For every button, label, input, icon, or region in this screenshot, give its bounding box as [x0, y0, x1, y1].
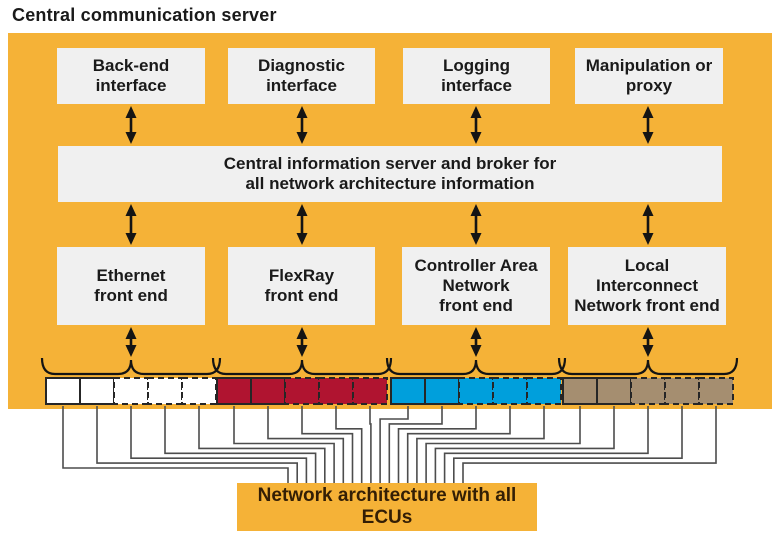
box-central-information-server: Central information server and broker fo…	[58, 146, 722, 202]
harness-line	[462, 406, 717, 483]
box-can-front-end: Controller Area Network front end	[402, 247, 550, 325]
harness-line	[164, 406, 317, 483]
harness-line	[406, 406, 511, 483]
box-network-architecture-ecus: Network architecture with all ECUs	[237, 483, 537, 531]
box-lin-front-end: Local Interconnect Network front end	[568, 247, 726, 325]
harness-line	[233, 406, 335, 483]
box-diagnostic-interface: Diagnostic interface	[228, 48, 375, 104]
harness-line	[425, 406, 581, 483]
page-title: Central communication server	[12, 5, 277, 25]
harness-line	[379, 406, 409, 483]
box-flexray-front-end: FlexRay front end	[228, 247, 375, 325]
harness-line	[369, 406, 372, 483]
harness-line	[443, 406, 649, 483]
box-backend-interface: Back-end interface	[57, 48, 205, 104]
box-manipulation-proxy: Manipulation or proxy	[575, 48, 723, 104]
harness-line	[416, 406, 545, 483]
harness-line	[267, 406, 345, 483]
box-logging-interface: Logging interface	[403, 48, 550, 104]
harness-line	[198, 406, 326, 483]
harness-line	[301, 406, 354, 483]
harness-line	[388, 406, 443, 483]
harness-line	[434, 406, 615, 483]
harness-line	[96, 406, 298, 483]
box-ethernet-front-end: Ethernet front end	[57, 247, 205, 325]
harness-line	[335, 406, 363, 483]
harness-line	[62, 406, 289, 483]
harness-line	[397, 406, 477, 483]
harness-line	[130, 406, 308, 483]
harness-line	[453, 406, 683, 483]
